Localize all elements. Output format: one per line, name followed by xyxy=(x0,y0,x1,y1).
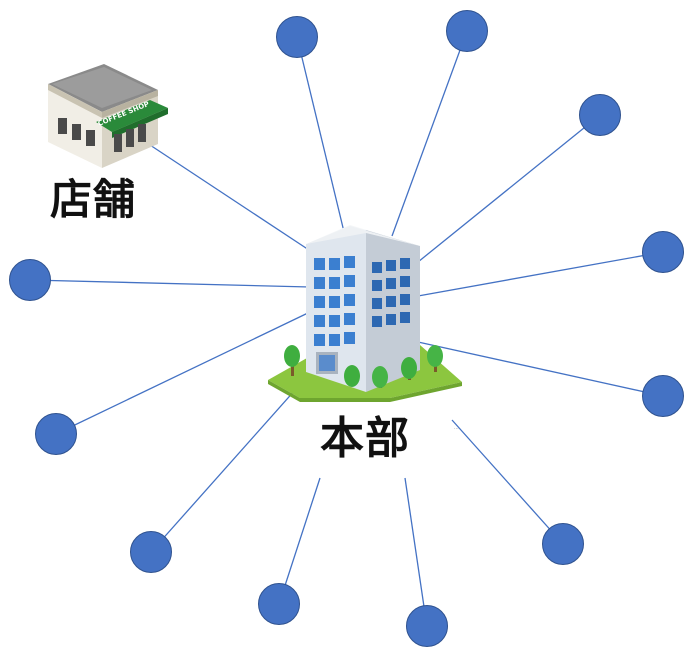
headquarters-label: 本部 xyxy=(320,413,410,464)
link-node-8 xyxy=(278,477,321,605)
link-node-2 xyxy=(391,30,468,237)
network-node xyxy=(642,231,684,273)
link-node-7 xyxy=(404,477,428,628)
link-node-1 xyxy=(296,36,346,237)
small-mark: ··· xyxy=(454,426,459,432)
headquarters-building-icon xyxy=(268,225,462,402)
link-node-3 xyxy=(417,114,601,263)
network-node xyxy=(542,523,584,565)
store-label: 店舗 xyxy=(50,175,137,224)
network-node xyxy=(130,531,172,573)
network-node xyxy=(276,16,318,58)
network-node xyxy=(642,375,684,417)
network-node xyxy=(446,10,488,52)
network-node xyxy=(35,413,77,455)
link-node-10 xyxy=(55,311,311,435)
network-node xyxy=(579,94,621,136)
link-node-4 xyxy=(417,251,664,297)
store-building-icon xyxy=(48,64,168,168)
link-node-5 xyxy=(417,341,664,397)
network-node xyxy=(9,259,51,301)
network-node xyxy=(258,583,300,625)
link-node-6 xyxy=(451,419,564,545)
network-node xyxy=(406,605,448,647)
link-node-11 xyxy=(29,279,311,288)
link-store xyxy=(149,144,313,253)
